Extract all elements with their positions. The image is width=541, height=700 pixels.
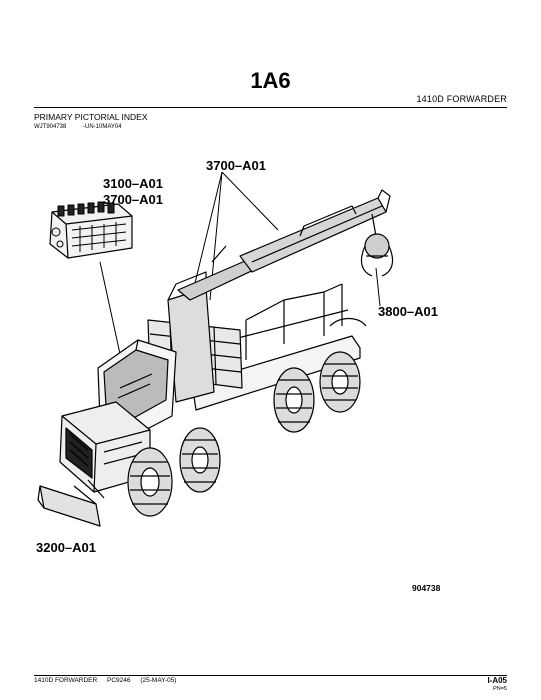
dozer-blade xyxy=(37,479,105,527)
header-divider xyxy=(34,107,507,108)
section-code: 1A6 xyxy=(250,68,291,93)
page-number: PN=5 xyxy=(493,686,507,692)
footer-catalog: PC9246 xyxy=(107,677,131,684)
wheels xyxy=(127,351,361,517)
model-title: 1410D FORWARDER xyxy=(416,94,507,104)
section-title: PRIMARY PICTORIAL INDEX xyxy=(34,112,148,122)
footer-date: (25-MAY-05) xyxy=(140,677,177,684)
callout-grapple[interactable]: 3800–A01 xyxy=(378,304,438,319)
figure-number: 904738 xyxy=(412,583,441,593)
illustration-ref-code: WJT904738 xyxy=(34,124,67,130)
grapple xyxy=(360,233,394,277)
illustration-ref-date: -UN-10MAY04 xyxy=(83,124,122,130)
callout-engine-secondary[interactable]: 3700–A01 xyxy=(103,192,163,207)
crane-boom xyxy=(167,189,391,403)
footer-info: 1410D FORWARDER PC9246 (25-MAY-05) xyxy=(34,677,184,684)
engine-inset-drawing xyxy=(49,201,133,259)
engine-hood xyxy=(59,401,151,493)
callout-blade[interactable]: 3200–A01 xyxy=(36,540,96,555)
callout-engine-primary[interactable]: 3100–A01 xyxy=(103,176,163,191)
page-id: I-A05 xyxy=(487,676,507,685)
footer-model: 1410D FORWARDER xyxy=(34,677,98,684)
footer-divider xyxy=(34,675,507,676)
rear-frame xyxy=(191,335,361,411)
log-bunk-stakes xyxy=(237,283,367,360)
callout-crane-boom[interactable]: 3700–A01 xyxy=(206,158,266,173)
